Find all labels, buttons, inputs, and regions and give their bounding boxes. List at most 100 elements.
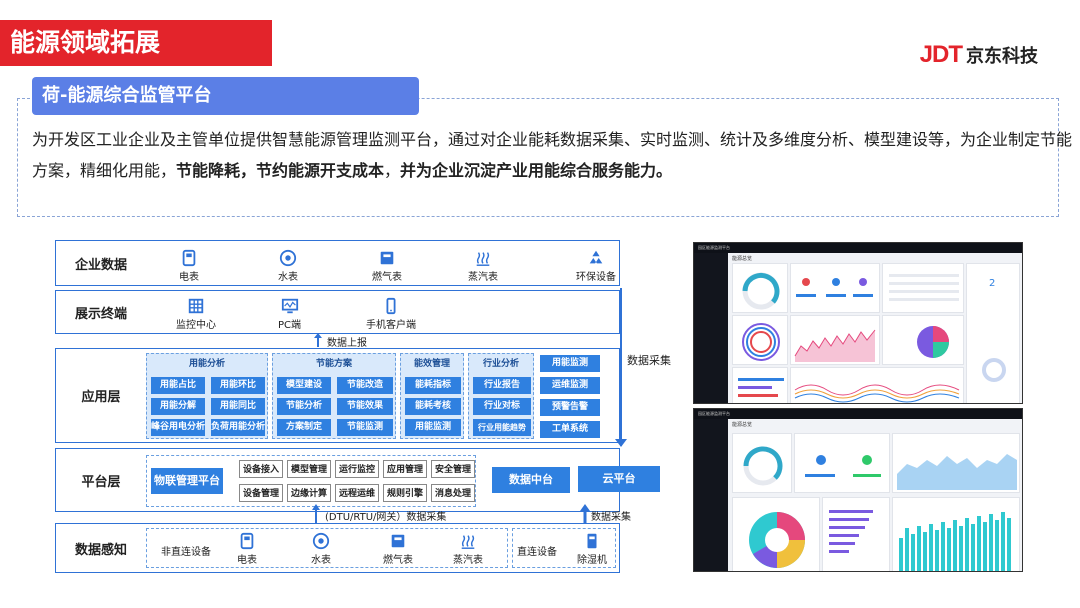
dehumidifier-icon xyxy=(587,533,597,549)
pbox-app-mgmt: 应用管理 xyxy=(383,460,427,478)
layer-label-enterprise: 企业数据 xyxy=(74,257,127,273)
desc-bold-1: 节能降耗，节约能源开支成本 xyxy=(176,161,385,180)
btn-right-ticket: 工单系统 xyxy=(540,421,600,438)
item-electric-meter: 电表 xyxy=(179,249,199,283)
btn-model-build: 模型建设 xyxy=(277,377,331,394)
gas-meter-icon xyxy=(391,534,405,548)
shot-topbar: 园区能源监测平台 xyxy=(694,409,1022,419)
dashboard-screenshot-bottom: 园区能源监测平台 能源总览 xyxy=(693,408,1023,572)
sense-water-meter: 水表 xyxy=(311,532,331,566)
btn-saving-monitor: 节能监测 xyxy=(337,419,393,436)
water-meter-icon xyxy=(312,532,330,550)
arrow-label-collect-right: 数据采集 xyxy=(627,354,671,367)
phone-icon xyxy=(386,297,396,315)
pbox-edge-compute: 边缘计算 xyxy=(287,484,331,502)
btn-right-alarm: 预警告警 xyxy=(540,399,600,416)
item-pc: PC端 xyxy=(278,297,301,331)
btn-plan-making: 方案制定 xyxy=(277,419,331,436)
pbox-device-mgmt: 设备管理 xyxy=(239,484,283,502)
item-steam-meter: 蒸汽表 xyxy=(468,249,498,283)
brand-logo: JDT 京东科技 xyxy=(920,40,1038,70)
pc-icon xyxy=(281,298,298,314)
arrow-up-icon xyxy=(580,504,590,524)
layer-terminal: 展示终端 监控中心 PC端 手机客户端 xyxy=(55,290,620,334)
btn-right-monitor: 用能监测 xyxy=(540,355,600,372)
page-title: 能源领域拓展 xyxy=(0,20,272,66)
item-water-meter: 水表 xyxy=(278,249,298,283)
btn-industry-report: 行业报告 xyxy=(473,377,531,394)
sense-gas-meter: 燃气表 xyxy=(383,532,413,566)
platform-module-box: 物联管理平台 设备接入 模型管理 运行监控 应用管理 安全管理 设备管理 边缘计… xyxy=(146,455,476,507)
indirect-device-label: 非直连设备 xyxy=(161,547,211,558)
pbox-model-mgmt: 模型管理 xyxy=(287,460,331,478)
btn-saving-analysis: 节能分析 xyxy=(277,398,331,415)
item-gas-meter: 燃气表 xyxy=(372,249,402,283)
group-energy-analysis: 用能分析 用能占比 用能环比 用能分解 用能同比 峰谷用电分析 负荷用能分析 xyxy=(146,353,268,439)
steam-icon xyxy=(461,535,475,549)
water-meter-icon xyxy=(279,249,297,267)
gas-meter-icon xyxy=(380,251,394,265)
sense-electric-meter: 电表 xyxy=(237,532,257,566)
layer-enterprise: 企业数据 电表 水表 燃气表 蒸汽表 环保设备 xyxy=(55,240,620,286)
shot-sidebar xyxy=(694,253,728,403)
btn-load-analysis: 负荷用能分析 xyxy=(211,419,265,436)
meter-icon xyxy=(182,249,196,267)
layer-label-platform: 平台层 xyxy=(81,474,121,490)
direct-device-box: 直连设备 除湿机 xyxy=(512,528,616,568)
data-center: 数据中台 xyxy=(492,467,570,493)
desc-text-1: 为开发区工业企业及主管单位提供智慧能源管理监测平台，通过对企业能耗数据采集、实时… xyxy=(32,130,1073,180)
group-saving-plan: 节能方案 模型建设 节能改造 节能分析 节能效果 方案制定 节能监测 xyxy=(272,353,396,439)
sense-dehumidifier: 除湿机 xyxy=(577,532,607,566)
arrow-label-collect-bottom: 数据采集 xyxy=(591,512,631,523)
group-industry: 行业分析 行业报告 行业对标 行业用能趋势 xyxy=(468,353,534,439)
iot-platform: 物联管理平台 xyxy=(151,468,223,494)
group-efficiency: 能效管理 能耗指标 能耗考核 用能监测 xyxy=(400,353,464,439)
cloud-platform: 云平台 xyxy=(578,466,660,492)
pbox-remote-ops: 远程运维 xyxy=(335,484,379,502)
layer-application: 应用层 用能分析 用能占比 用能环比 用能分解 用能同比 峰谷用电分析 负荷用能… xyxy=(55,348,620,443)
description-frame xyxy=(17,98,1059,217)
pbox-run-monitor: 运行监控 xyxy=(335,460,379,478)
shot-sidebar xyxy=(694,419,728,571)
indirect-device-box: 非直连设备 电表 水表 燃气表 蒸汽表 xyxy=(146,528,508,568)
section-description: 为开发区工业企业及主管单位提供智慧能源管理监测平台，通过对企业能耗数据采集、实时… xyxy=(32,124,1072,186)
grid-icon xyxy=(188,298,204,314)
arrow-label-data-report: 数据上报 xyxy=(327,338,367,349)
meter-icon xyxy=(240,532,254,550)
steam-icon xyxy=(476,252,490,266)
desc-text-2: ， xyxy=(384,161,401,180)
logo-text: 京东科技 xyxy=(966,46,1038,67)
layer-platform: 平台层 物联管理平台 设备接入 模型管理 运行监控 应用管理 安全管理 设备管理… xyxy=(55,448,620,512)
btn-energy-monitor: 用能监测 xyxy=(405,419,461,436)
arrow-down-icon xyxy=(615,439,627,447)
btn-energy-assess: 能耗考核 xyxy=(405,398,461,415)
layer-sensing: 数据感知 非直连设备 电表 水表 燃气表 蒸汽表 直连设备 xyxy=(55,523,620,573)
btn-energy-mom: 用能环比 xyxy=(211,377,265,394)
btn-energy-decompose: 用能分解 xyxy=(151,398,205,415)
pbox-rule-engine: 规则引擎 xyxy=(383,484,427,502)
btn-saving-effect: 节能效果 xyxy=(337,398,393,415)
btn-right-ops: 运维监测 xyxy=(540,377,600,394)
btn-energy-yoy: 用能同比 xyxy=(211,398,265,415)
recycle-icon xyxy=(589,250,603,264)
section-subtitle: 荷-能源综合监管平台 xyxy=(32,77,419,115)
arrow-up-icon xyxy=(312,504,320,524)
btn-industry-benchmark: 行业对标 xyxy=(473,398,531,415)
pbox-device-access: 设备接入 xyxy=(239,460,283,478)
pbox-message: 消息处理 xyxy=(431,484,475,502)
svg-text:2: 2 xyxy=(989,278,995,289)
sense-steam-meter: 蒸汽表 xyxy=(453,532,483,566)
btn-peak-valley: 峰谷用电分析 xyxy=(151,419,205,436)
arrow-label-dtu: (DTU/RTU/网关）数据采集 xyxy=(325,512,447,523)
arrow-up-icon xyxy=(314,333,322,347)
architecture-diagram: 企业数据 电表 水表 燃气表 蒸汽表 环保设备 展示终端 监控中心 xyxy=(55,240,675,575)
btn-energy-share: 用能占比 xyxy=(151,377,205,394)
item-eco-device: 环保设备 xyxy=(576,249,616,283)
dashboard-screenshot-top: 园区能源监测平台 能源总览 2 xyxy=(693,242,1023,404)
btn-energy-index: 能耗指标 xyxy=(405,377,461,394)
btn-industry-trend: 行业用能趋势 xyxy=(473,419,531,436)
direct-device-label: 直连设备 xyxy=(517,547,557,558)
pbox-security-mgmt: 安全管理 xyxy=(431,460,475,478)
desc-bold-2: 并为企业沉淀产业用能综合服务能力。 xyxy=(400,161,673,180)
layer-label-application: 应用层 xyxy=(81,390,121,405)
